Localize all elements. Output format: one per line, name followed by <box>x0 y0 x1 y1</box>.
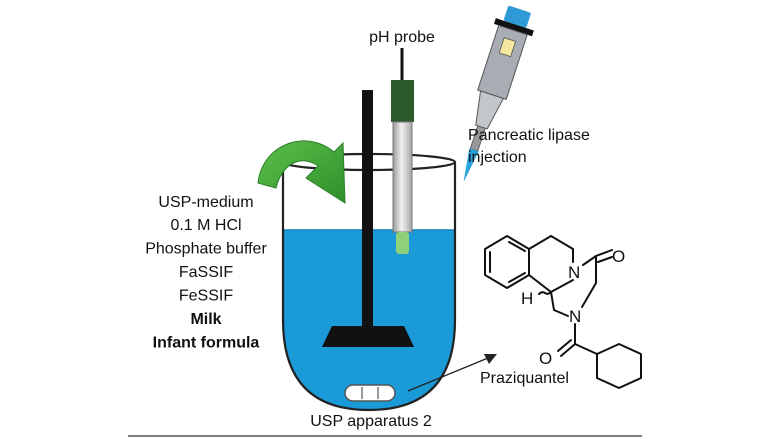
media-item: FeSSIF <box>179 288 233 305</box>
pipette-collar <box>493 18 534 37</box>
pipette-tip <box>463 148 479 183</box>
probe-tip <box>396 232 409 254</box>
praziquantel-structure: N O H N O <box>484 235 642 389</box>
pipette-display <box>498 37 517 58</box>
atom-oxygen-ring: O <box>612 247 625 266</box>
paddle-stirrer <box>322 90 414 347</box>
rotation-arrow-icon <box>257 140 346 204</box>
media-item: Infant formula <box>153 335 260 352</box>
stir-bar <box>344 384 396 402</box>
stirrer-paddle <box>322 326 414 347</box>
pointer-arrow <box>407 354 497 392</box>
atom-nitrogen-top: N <box>568 263 580 282</box>
drug-label: Praziquantel <box>480 370 569 387</box>
media-item: Milk <box>190 311 221 328</box>
lipase-label-line1: Pancreatic lipase <box>468 127 590 144</box>
pipette-body <box>477 24 528 100</box>
probe-cap <box>391 80 414 122</box>
media-item: FaSSIF <box>179 264 233 281</box>
ph-probe-label: pH probe <box>369 29 435 46</box>
atom-nitrogen-bottom: N <box>569 307 581 326</box>
pipette <box>463 5 534 183</box>
media-title: USP-medium <box>158 194 253 211</box>
stirrer-shaft <box>362 90 373 330</box>
media-item: 0.1 M HCl <box>170 217 241 234</box>
atom-oxygen-carbonyl: O <box>539 349 552 368</box>
ph-probe <box>391 48 414 254</box>
probe-body <box>392 121 413 233</box>
apparatus-label: USP apparatus 2 <box>310 413 432 430</box>
pipette-shaft <box>475 90 505 130</box>
lipase-label-line2: injection <box>468 149 527 166</box>
vessel-wall <box>281 162 457 412</box>
pipette-button <box>503 5 531 28</box>
media-item: Phosphate buffer <box>145 241 267 258</box>
atom-hydrogen: H <box>521 289 533 308</box>
